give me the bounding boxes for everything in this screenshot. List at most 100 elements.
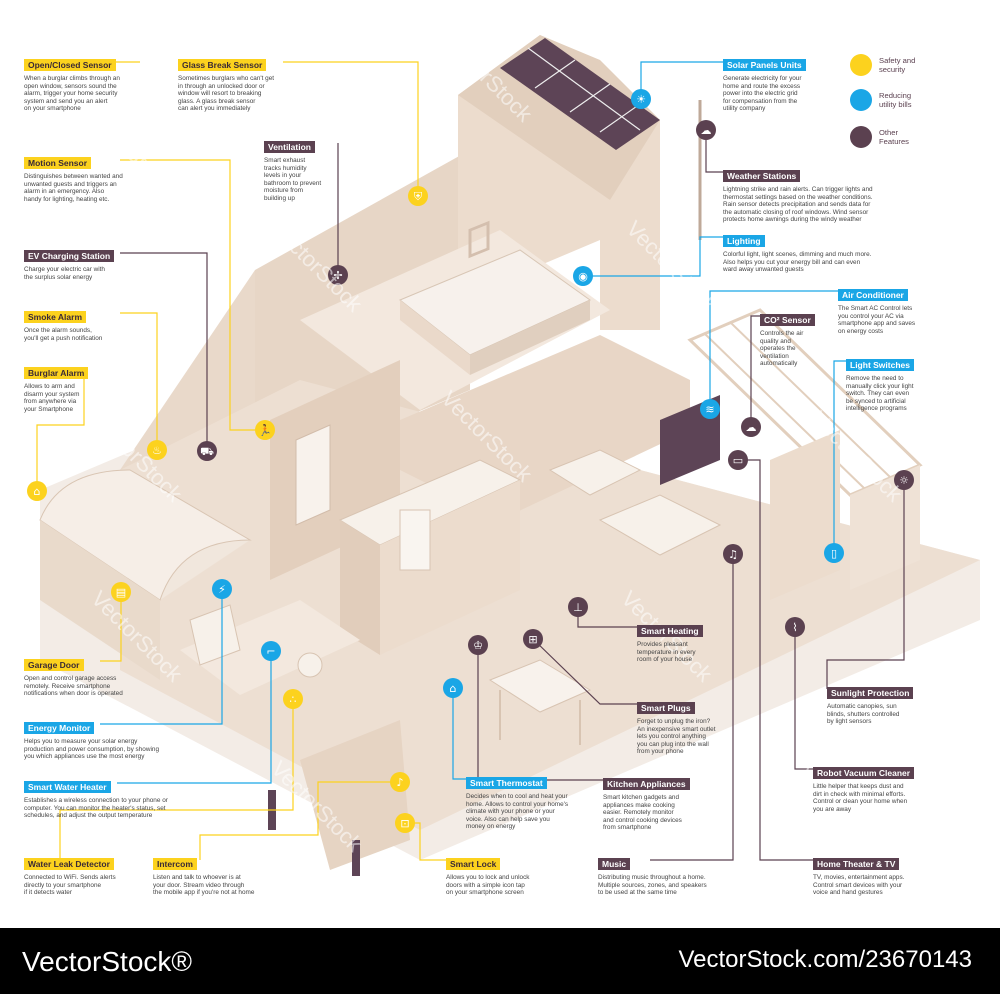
svg-text:☼: ☼ — [899, 474, 909, 487]
callout-title: Smart Lock — [446, 858, 501, 870]
thermometer-icon: ⊥ — [568, 597, 588, 617]
chef-hat-icon: ♔ — [468, 635, 488, 655]
callout-desc: Allows to arm and disarm your system fro… — [24, 383, 80, 413]
connector-sunlight-protection — [826, 480, 905, 689]
connector-burglar-alarm — [36, 369, 85, 491]
legend-label: Other Features — [879, 128, 909, 146]
connector-music — [650, 554, 734, 861]
svg-text:♨: ♨ — [152, 444, 162, 457]
callout-title: Burglar Alarm — [24, 367, 89, 379]
entrance-wall — [300, 720, 410, 870]
callout-title: Smoke Alarm — [24, 311, 87, 323]
upper-roof-side — [458, 35, 660, 200]
callout-desc: Allows you to lock and unlock doors with… — [446, 874, 530, 897]
garage-icon: ▤ — [111, 582, 131, 602]
svg-text:◉: ◉ — [578, 270, 588, 283]
connector-ev-charging — [120, 252, 208, 451]
callout-title: Motion Sensor — [24, 157, 92, 169]
svg-text:⚡: ⚡ — [218, 583, 226, 596]
frame-1 — [468, 220, 490, 259]
bollard-right — [352, 840, 360, 876]
svg-text:♫: ♫ — [728, 548, 738, 561]
svg-text:≋: ≋ — [705, 403, 714, 416]
callout-desc: Provides pleasant temperature in every r… — [637, 641, 696, 664]
callout-desc: Lightning strike and rain alerts. Can tr… — [723, 186, 873, 224]
svg-text:▭: ▭ — [733, 454, 743, 467]
svg-text:⛟: ⛟ — [200, 445, 214, 458]
svg-text:✢: ✢ — [333, 269, 342, 282]
connector-light-switches — [833, 360, 846, 553]
connector-garage-door — [100, 592, 122, 662]
callout-desc: The Smart AC Control lets you control yo… — [838, 305, 916, 335]
callout-title: Smart Thermostat — [466, 777, 547, 789]
callout-desc: Forget to unplug the iron? An inexpensiv… — [637, 718, 716, 756]
callout-title: Light Switches — [846, 359, 914, 371]
callout-desc: Helps you to measure your solar energy p… — [24, 738, 159, 761]
bulb-icon: ◉ — [573, 266, 593, 286]
callout-title: Sunlight Protection — [827, 687, 914, 699]
legend-item-safety: Safety and security — [850, 54, 915, 76]
footer-url: VectorStock.com/23670143 — [678, 946, 972, 973]
callout-title: Ventilation — [264, 141, 315, 153]
connector-weather-stations — [705, 130, 723, 173]
svg-text:∴: ∴ — [290, 693, 297, 706]
svg-text:⊡: ⊡ — [400, 817, 409, 830]
svg-text:⌂: ⌂ — [450, 682, 457, 695]
music-note-icon: ♫ — [723, 544, 743, 564]
door — [295, 424, 331, 526]
house-cutaway-illustration: ⌂⛨✢🏃⛟♨▤⚡⌐∴♪⊡⌂♔♫⊥⊞☀☁◉≋☁▯☼⌇▭ VectorStock V… — [27, 35, 980, 876]
callout-desc: Sometimes burglars who can't get in thro… — [178, 75, 275, 113]
car-icon: ⛟ — [197, 441, 217, 461]
callout-desc: Once the alarm sounds, you'll get a push… — [24, 327, 103, 342]
callout-title: Energy Monitor — [24, 722, 95, 734]
lightning-icon: ⚡ — [212, 579, 232, 599]
callout-desc: Distinguishes between wanted and unwante… — [24, 173, 123, 203]
connector-motion-sensor — [120, 159, 265, 431]
connector-intercom — [199, 781, 400, 860]
callout-title: Lighting — [723, 235, 765, 247]
callout-title: Smart Heating — [637, 625, 703, 637]
legend-dot-utility — [850, 89, 872, 111]
plug-icon: ⊞ — [523, 629, 543, 649]
svg-text:♪: ♪ — [396, 776, 403, 789]
faucet-icon: ⌐ — [261, 641, 281, 661]
broom-icon: ⌇ — [785, 617, 805, 637]
callout-title: Smart Water Heater — [24, 781, 111, 793]
svg-text:☁: ☁ — [746, 421, 757, 434]
callout-title: EV Charging Station — [24, 250, 115, 262]
callout-title: Kitchen Appliances — [603, 778, 690, 790]
sun-panel-icon: ☀ — [631, 89, 651, 109]
callout-desc: Establishes a wireless connection to you… — [24, 797, 168, 820]
callout-desc: Distributing music throughout a home. Mu… — [598, 874, 707, 897]
solar-panels — [500, 38, 660, 150]
callout-title: Smart Plugs — [637, 702, 695, 714]
callout-desc: Decides when to cool and heat your home.… — [466, 793, 569, 831]
legend-dot-other — [850, 126, 872, 148]
callout-title: Music — [598, 858, 631, 870]
connector-energy-monitor — [100, 589, 223, 725]
window-sensor-icon: ⌂ — [27, 481, 47, 501]
callout-title: Solar Panels Units — [723, 59, 806, 71]
legend-label: Reducing utility bills — [879, 91, 912, 109]
callout-desc: Smart kitchen gadgets and appliances mak… — [603, 794, 682, 832]
connector-air-conditioner — [709, 290, 838, 409]
callout-desc: Colorful light, light scenes, dimming an… — [723, 251, 872, 274]
svg-text:🏃: 🏃 — [258, 424, 272, 437]
footer-brand: VectorStock® — [22, 946, 193, 977]
svg-text:☁: ☁ — [701, 124, 712, 137]
connector-smart-thermostat — [452, 688, 466, 780]
